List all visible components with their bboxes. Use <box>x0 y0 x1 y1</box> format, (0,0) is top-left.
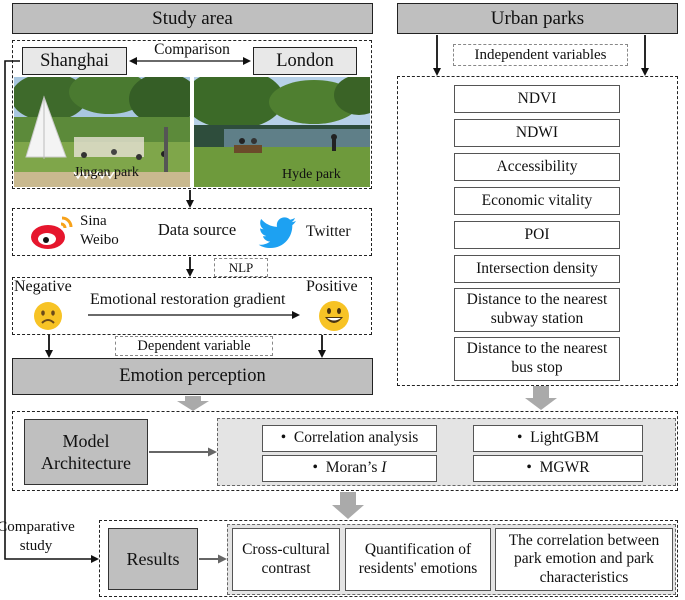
variable-economic-vitality: Economic vitality <box>454 187 620 215</box>
block-arrow-model <box>332 492 364 519</box>
positive-label: Positive <box>306 278 358 295</box>
urban-parks-title: Urban parks <box>490 7 585 29</box>
twitter-icon <box>258 214 298 250</box>
method-lightgbm-text: LightGBM <box>530 429 600 447</box>
result-cross-cultural: Cross-cultural contrast <box>232 528 340 591</box>
emotion-perception-box: Emotion perception <box>12 358 373 395</box>
emotion-perception-text: Emotion perception <box>119 366 266 386</box>
urban-parks-header: Urban parks <box>397 3 678 34</box>
comparative-line1: Comparative <box>0 519 75 535</box>
variable-subway-distance-label: Distance to the nearest subway station <box>466 291 608 327</box>
jingan-park-photo: Jingan park <box>14 77 190 187</box>
happy-face-icon <box>317 299 351 333</box>
weibo-icon <box>28 212 76 252</box>
dependent-variable-text: Dependent variable <box>137 337 251 354</box>
study-area-title: Study area <box>152 7 233 29</box>
comparison-text: Comparison <box>154 41 230 58</box>
hyde-park-caption: Hyde park <box>282 167 341 182</box>
method-mgwr: • MGWR <box>473 455 643 482</box>
morans-i-italic: I <box>381 459 387 477</box>
result-correlation: The correlation between park emotion and… <box>495 528 673 591</box>
method-mgwr-text: MGWR <box>539 459 590 477</box>
comparison-label: Comparison <box>140 39 244 61</box>
model-label-line1: Model <box>62 430 110 451</box>
data-source-text: Data source <box>157 220 237 239</box>
variable-ndwi-label: NDWI <box>515 123 559 141</box>
negative-label: Negative <box>14 278 72 295</box>
model-architecture-box: Model Architecture <box>24 419 148 485</box>
nlp-text: NLP <box>228 259 254 275</box>
variable-poi-label: POI <box>524 225 550 243</box>
model-label-line2: Architecture <box>41 453 131 473</box>
variable-accessibility-label: Accessibility <box>496 157 578 175</box>
weibo-label-line1: Sina <box>80 213 107 229</box>
method-correlation-label: • Correlation analysis <box>280 429 419 447</box>
method-morans-i: • Moran’s I <box>262 455 437 482</box>
data-source-label: Data source <box>142 218 252 242</box>
dependent-variable-box: Dependent variable <box>115 336 273 356</box>
weibo-label-line2: Weibo <box>80 232 119 248</box>
variable-subway-distance: Distance to the nearest subway station <box>454 288 620 332</box>
result-quantification-text: Quantification of residents' emotions <box>358 540 478 577</box>
nlp-box: NLP <box>214 258 268 277</box>
variable-accessibility: Accessibility <box>454 153 620 181</box>
variable-bus-distance-label: Distance to the nearest bus stop <box>466 340 608 376</box>
results-panel <box>99 520 678 597</box>
result-quantification: Quantification of residents' emotions <box>345 528 491 591</box>
variable-ndvi: NDVI <box>454 85 620 113</box>
comparative-study-label: Comparative study <box>0 518 75 556</box>
variable-bus-distance: Distance to the nearest bus stop <box>454 337 620 381</box>
city-london-label: London <box>276 50 334 71</box>
hyde-park-photo: Hyde park <box>194 77 370 187</box>
method-correlation: • Correlation analysis <box>262 425 437 452</box>
method-mgwr-label: • MGWR <box>526 459 590 477</box>
result-correlation-text: The correlation between park emotion and… <box>508 531 660 586</box>
variable-ndwi: NDWI <box>454 119 620 147</box>
study-area-header: Study area <box>12 3 373 34</box>
result-cross-cultural-text: Cross-cultural contrast <box>242 540 330 577</box>
block-arrow-parks <box>525 386 557 410</box>
variables-panel <box>397 76 678 386</box>
method-morans-i-label: • Moran’s I <box>312 459 387 477</box>
sad-face-icon <box>32 300 64 332</box>
city-london: London <box>253 47 357 75</box>
results-box: Results <box>108 528 198 590</box>
independent-variables-box: Independent variables <box>453 44 628 66</box>
independent-variables-text: Independent variables <box>474 46 607 63</box>
variable-intersection-density-label: Intersection density <box>476 259 598 277</box>
block-arrow-emotion <box>177 396 209 411</box>
twitter-label: Twitter <box>306 223 351 240</box>
variable-ndvi-label: NDVI <box>517 89 557 107</box>
variable-economic-vitality-label: Economic vitality <box>481 191 593 209</box>
comparative-line2: study <box>19 538 53 554</box>
weibo-label: Sina Weibo <box>80 212 120 250</box>
jingan-park-caption: Jingan park <box>74 165 139 180</box>
city-shanghai: Shanghai <box>22 47 127 75</box>
variable-intersection-density: Intersection density <box>454 255 620 283</box>
method-correlation-text: Correlation analysis <box>293 429 419 447</box>
city-shanghai-label: Shanghai <box>40 50 109 71</box>
method-morans-i-text: Moran’s I <box>325 459 387 477</box>
results-text: Results <box>126 548 180 569</box>
method-lightgbm: • LightGBM <box>473 425 643 452</box>
variable-poi: POI <box>454 221 620 249</box>
method-lightgbm-label: • LightGBM <box>516 429 600 447</box>
gradient-label: Emotional restoration gradient <box>90 291 286 308</box>
